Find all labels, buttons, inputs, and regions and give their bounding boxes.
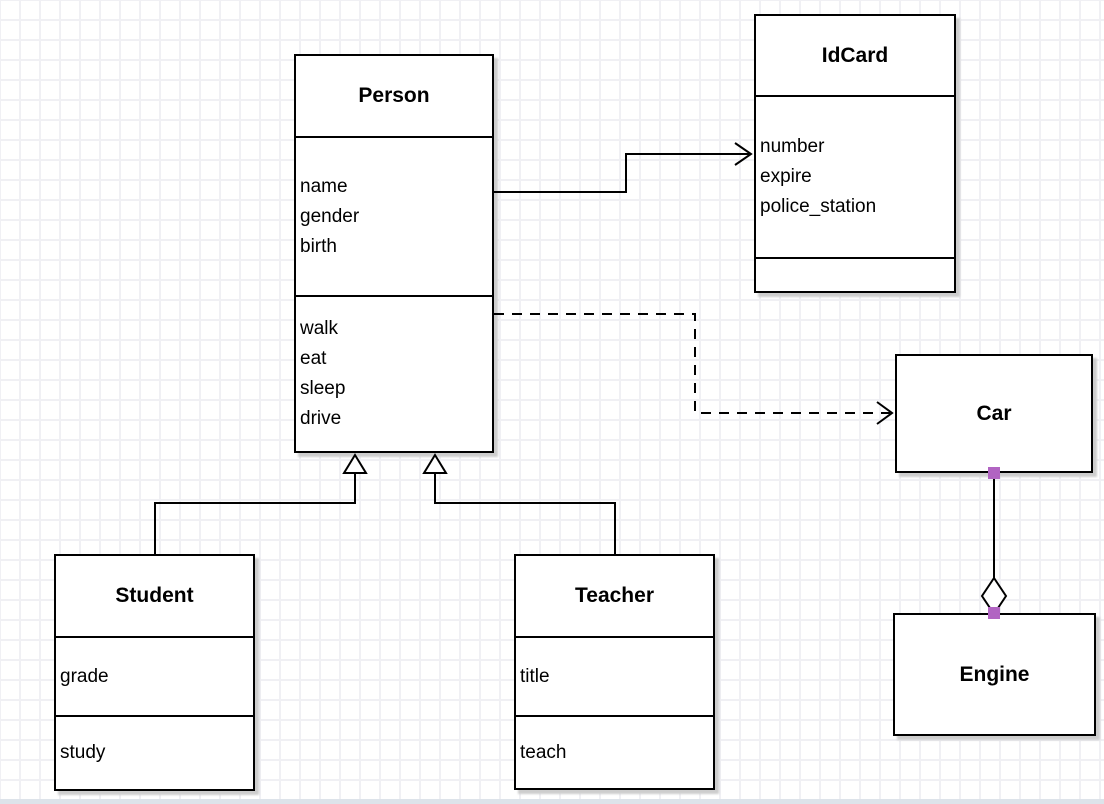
open-arrow-icon xyxy=(735,143,751,165)
method: study xyxy=(60,742,106,763)
class-methods-teacher: teach xyxy=(516,715,713,788)
canvas-bottom-edge xyxy=(0,799,1104,804)
class-title-student: Student xyxy=(115,584,194,607)
method: sleep xyxy=(300,378,346,399)
uml-class-idcard[interactable]: IdCard number expire police_station xyxy=(754,14,956,293)
hollow-triangle-icon xyxy=(424,455,446,473)
class-title-teacher: Teacher xyxy=(575,584,654,607)
class-attributes-teacher: title xyxy=(516,636,713,715)
attribute: name xyxy=(300,175,348,197)
edge-car-engine-aggregation[interactable] xyxy=(982,467,1006,619)
class-title-person: Person xyxy=(358,84,430,107)
attribute: grade xyxy=(60,665,109,687)
class-methods-idcard-empty xyxy=(756,257,954,291)
method: walk xyxy=(300,318,339,339)
edge-person-car-dependency[interactable] xyxy=(494,314,892,424)
class-title-engine: Engine xyxy=(959,662,1030,686)
attribute: expire xyxy=(760,166,812,187)
class-attributes-student: grade xyxy=(56,636,253,715)
uml-class-car[interactable]: Car xyxy=(895,354,1093,473)
class-methods-student: study xyxy=(56,715,253,789)
class-methods-person: walk eat sleep drive xyxy=(296,295,492,451)
method: drive xyxy=(300,408,342,429)
attribute: police_station xyxy=(760,196,877,217)
hollow-diamond-icon xyxy=(982,578,1006,614)
edge-student-person-generalization[interactable] xyxy=(155,455,366,554)
attribute: title xyxy=(520,665,550,687)
uml-class-teacher[interactable]: Teacher title teach xyxy=(514,554,715,790)
attribute: gender xyxy=(300,205,360,227)
uml-class-student[interactable]: Student grade study xyxy=(54,554,255,791)
uml-class-engine[interactable]: Engine xyxy=(893,613,1096,736)
uml-class-person[interactable]: Person name gender birth walk eat sleep … xyxy=(294,54,494,453)
hollow-triangle-icon xyxy=(344,455,366,473)
open-arrow-icon xyxy=(877,402,892,424)
class-title-idcard: IdCard xyxy=(821,43,889,67)
method: teach xyxy=(520,741,567,763)
class-attributes-person: name gender birth xyxy=(296,136,492,295)
edge-teacher-person-generalization[interactable] xyxy=(424,455,615,554)
attribute: birth xyxy=(300,235,337,257)
edge-person-idcard-association[interactable] xyxy=(494,143,751,192)
class-attributes-idcard: number expire police_station xyxy=(756,95,954,257)
class-title-car: Car xyxy=(976,401,1012,425)
method: eat xyxy=(300,348,327,369)
attribute: number xyxy=(760,136,825,157)
